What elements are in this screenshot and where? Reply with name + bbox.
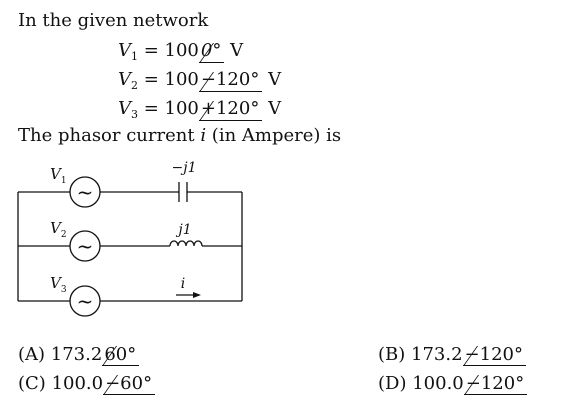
equation-angle: −120°: [198, 69, 263, 92]
equation-unit: V: [262, 69, 282, 90]
option-magnitude: 173.2: [411, 344, 463, 365]
source-label-v3: V3: [50, 274, 67, 295]
option-b[interactable]: (B) 173.2−120°: [378, 346, 526, 366]
equation-v2: V2 = 100−120° V: [118, 69, 281, 92]
equation-unit: V: [224, 40, 244, 61]
question-intro: In the given network: [18, 10, 209, 31]
option-angle: −120°: [463, 375, 528, 395]
prompt-pre: The phasor current: [18, 125, 201, 146]
equation-sub: 1: [131, 50, 138, 63]
equation-unit: V: [262, 98, 282, 119]
equation-var: V: [118, 40, 131, 61]
source-symbol: ~: [77, 289, 94, 313]
option-key: (A): [18, 344, 46, 365]
option-key: (D): [378, 373, 407, 394]
equation-value: = 100: [138, 98, 199, 119]
equation-var: V: [118, 69, 131, 90]
inductor-coil: [169, 240, 203, 247]
inductor-label: j1: [175, 222, 191, 238]
option-key: (B): [378, 344, 406, 365]
capacitor-label: −j1: [172, 160, 197, 176]
source-symbol: ~: [77, 234, 94, 258]
source-v3: [69, 285, 101, 317]
source-v1: [69, 176, 101, 208]
prompt-var: i: [200, 125, 207, 146]
equation-sub: 2: [131, 79, 138, 92]
option-angle: −120°: [462, 346, 526, 366]
option-magnitude: 100.0: [51, 373, 104, 394]
equation-v3: V3 = 100+120° V: [118, 98, 281, 121]
equation-var: V: [118, 98, 131, 119]
option-angle: −60°: [103, 375, 156, 395]
prompt-post: (in Ampere) is: [206, 125, 342, 146]
source-label-v1: V1: [50, 165, 67, 186]
equation-sub: 3: [131, 108, 138, 121]
question-prompt: The phasor current i (in Ampere) is: [18, 127, 341, 145]
option-d[interactable]: (D) 100.0−120°: [378, 373, 528, 395]
option-c[interactable]: (C) 100.0−60°: [18, 373, 156, 395]
option-magnitude: 100.0: [412, 373, 464, 394]
option-key: (C): [18, 373, 46, 394]
equation-angle: 0°: [198, 40, 225, 63]
source-label-v2: V2: [50, 219, 67, 240]
option-angle: 60°: [102, 346, 140, 366]
source-symbol: ~: [77, 180, 94, 204]
current-arrow-head: [193, 292, 201, 298]
current-label: i: [181, 276, 185, 292]
equation-value: = 100: [138, 69, 199, 90]
equation-angle: +120°: [198, 98, 263, 121]
source-v2: [69, 230, 101, 262]
option-magnitude: 173.2: [50, 344, 103, 365]
equation-value: = 100: [138, 40, 199, 61]
